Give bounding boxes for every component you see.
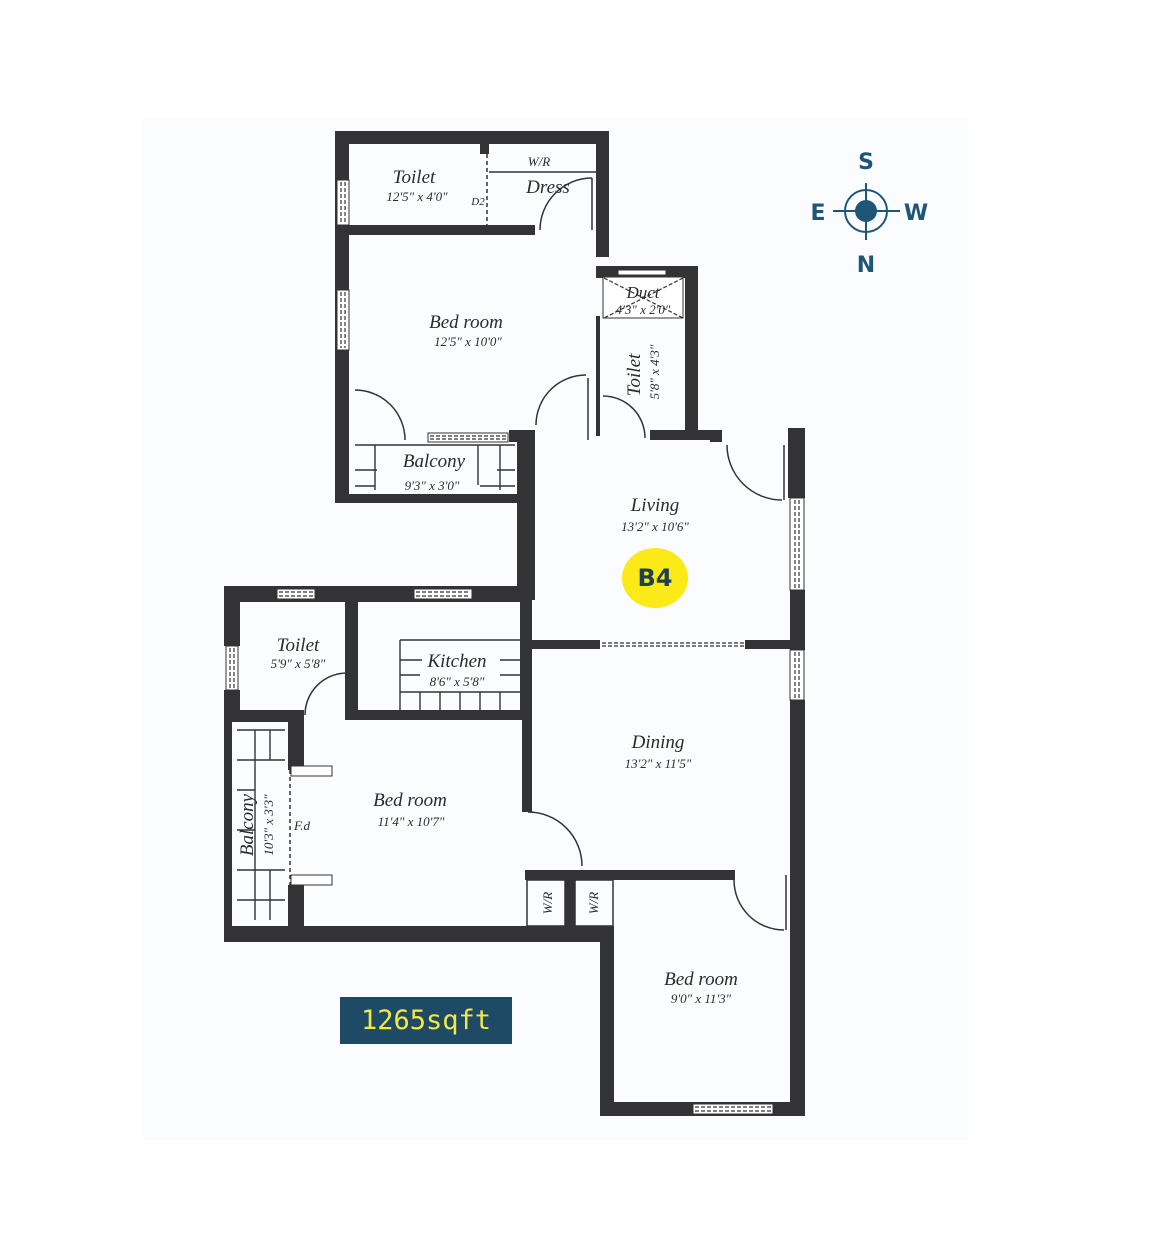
fd-label: F.d — [293, 818, 311, 833]
room-toilet-3-dim: 5'9" x 5'8" — [271, 656, 326, 671]
door-d2-label: D2 — [470, 196, 485, 208]
room-bedroom-1-dim: 12'5" x 10'0" — [434, 334, 502, 349]
room-bedroom-3-name: Bed room — [664, 969, 738, 990]
unit-badge: B4 — [622, 548, 688, 608]
room-balcony-2-name: Balcony — [237, 793, 258, 856]
room-balcony-1-dim: 9'3" x 3'0" — [405, 478, 460, 493]
room-dress-name: Dress — [525, 177, 570, 198]
compass-west: W — [904, 201, 928, 226]
windows — [225, 179, 805, 1115]
room-balcony-2-dim: 10'3" x 3'3" — [261, 794, 276, 856]
room-toilet-1-name: Toilet — [393, 167, 436, 188]
room-kitchen-dim: 8'6" x 5'8" — [430, 674, 485, 689]
wr-label-top: W/R — [528, 154, 550, 169]
doors — [289, 154, 787, 931]
room-toilet-2-name: Toilet — [624, 353, 645, 396]
compass-icon: S E W N — [810, 150, 928, 278]
compass-south: S — [858, 150, 874, 175]
room-toilet-2-dim: 5'8" x 4'3" — [647, 344, 662, 399]
area-label: 1265sqft — [340, 997, 512, 1044]
room-bedroom-3-dim: 9'0" x 11'3" — [671, 991, 732, 1006]
room-labels: Toilet 12'5" x 4'0" W/R Dress D2 Bed roo… — [237, 154, 738, 1006]
room-duct-name: Duct — [625, 283, 660, 302]
room-kitchen-name: Kitchen — [426, 651, 486, 672]
room-living-dim: 13'2" x 10'6" — [621, 519, 689, 534]
plan-background — [143, 117, 968, 1140]
wr-label-right: W/R — [586, 892, 601, 914]
wr-label-left: W/R — [540, 892, 555, 914]
room-living-name: Living — [630, 495, 680, 516]
room-dining-dim: 13'2" x 11'5" — [625, 756, 692, 771]
room-dining-name: Dining — [631, 732, 685, 753]
balcony-tiles — [237, 444, 522, 920]
room-bedroom-2-dim: 11'4" x 10'7" — [378, 814, 445, 829]
room-bedroom-1-name: Bed room — [429, 312, 503, 333]
compass-east: E — [810, 201, 825, 226]
compass-north: N — [857, 253, 875, 278]
room-balcony-1-name: Balcony — [403, 451, 466, 472]
room-bedroom-2-name: Bed room — [373, 790, 447, 811]
room-toilet-3-name: Toilet — [277, 635, 320, 656]
room-toilet-1-dim: 12'5" x 4'0" — [386, 189, 448, 204]
room-duct-dim: 4'3" x 2'0" — [616, 302, 671, 317]
